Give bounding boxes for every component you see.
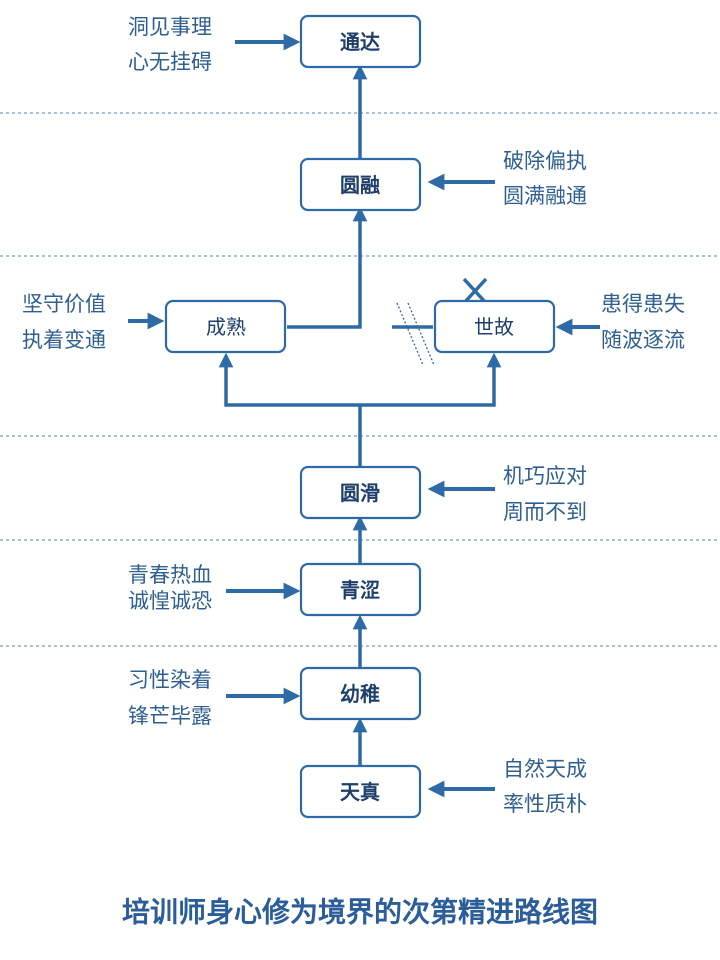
arrow-split-to-chengshu	[218, 352, 360, 407]
stage-label-yuanhua: 圆滑	[340, 481, 380, 505]
cross-icon	[462, 277, 488, 305]
note-shigu-line1: 患得患失	[601, 292, 685, 316]
note-yuanhua-line1: 机巧应对	[503, 464, 587, 488]
stage-label-tianzhen: 天真	[340, 780, 380, 804]
stage-box-tianzhen	[299, 764, 422, 819]
page-title: 培训师身心修为境界的次第精进路线图	[122, 896, 598, 929]
stage-box-qingse	[299, 562, 422, 617]
arrow-chengshu-to-yuanrong	[287, 206, 368, 329]
stage-box-yuanrong	[299, 157, 422, 212]
note-chengshu-line2: 执着变通	[22, 328, 106, 352]
note-yuanrong-line2: 圆满融通	[503, 184, 587, 208]
note-tianzhen-line1: 自然天成	[503, 757, 587, 781]
side-arrows	[128, 33, 600, 798]
stage-label-tongda: 通达	[340, 30, 380, 54]
stage-labels: 通达 圆融 成熟 世故 圆滑 青涩 幼稚 天真	[206, 30, 514, 804]
stage-label-youzhi: 幼稚	[340, 682, 380, 706]
note-tongda-line1: 洞见事理	[128, 15, 212, 39]
note-qingse-line1: 青春热血	[128, 563, 212, 587]
flow-arrows	[218, 64, 502, 766]
note-yuanrong-line1: 破除偏执	[503, 149, 587, 173]
stage-label-shigu: 世故	[474, 315, 514, 339]
stage-boxes	[164, 14, 556, 819]
note-youzhi-line2: 锋芒毕露	[128, 704, 212, 728]
note-yuanhua-line2: 周而不到	[503, 500, 587, 524]
note-tongda-line2: 心无挂碍	[128, 50, 212, 74]
note-shigu-line2: 随波逐流	[601, 328, 685, 352]
note-tianzhen-line2: 率性质朴	[503, 792, 587, 816]
double-slash-icon	[396, 302, 435, 366]
stage-label-chengshu: 成熟	[206, 315, 246, 339]
arrow-split-to-shigu	[360, 352, 502, 407]
stage-label-qingse: 青涩	[340, 578, 380, 602]
stage-box-yuanhua	[299, 465, 422, 520]
stage-box-tongda	[299, 14, 422, 69]
side-notes: 洞见事理 心无挂碍 破除偏执 圆满融通 坚守价值 执着变通 患得患失 随波逐流 …	[22, 15, 685, 816]
stage-box-youzhi	[299, 666, 422, 721]
stage-box-shigu	[433, 299, 556, 354]
stage-label-yuanrong: 圆融	[340, 173, 380, 197]
note-qingse-line2: 诚惶诚恐	[128, 589, 212, 613]
note-youzhi-line1: 习性染着	[128, 668, 212, 692]
stage-box-chengshu	[164, 299, 287, 354]
note-chengshu-line1: 坚守价值	[22, 292, 106, 316]
